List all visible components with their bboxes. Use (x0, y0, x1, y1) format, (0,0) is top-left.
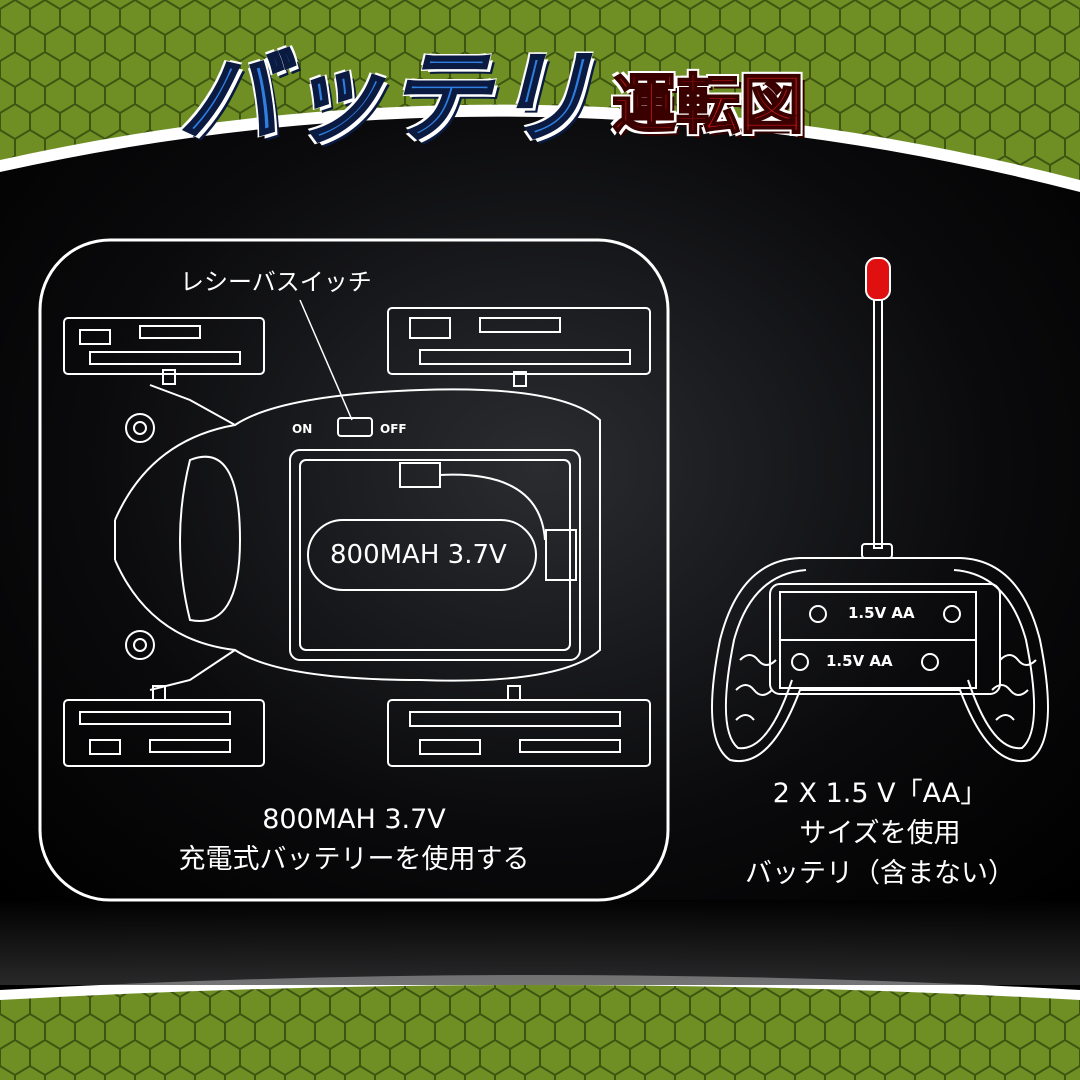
remote-battery-2: 1.5V AA (826, 652, 893, 670)
remote-caption-line3: バッテリ（含まない） (745, 858, 1015, 889)
car-caption-line1: 800MAH 3.7V (262, 804, 446, 835)
title-sub: 運転図 (611, 69, 805, 143)
car-panel-frame (38, 238, 670, 902)
title: バッテリ 運転図 (179, 28, 806, 156)
car-diagram (63, 299, 651, 767)
battery-label: 800MAH 3.7V (330, 540, 507, 570)
car-battery-caption: 800MAH 3.7V 充電式バッテリーを使用する (40, 800, 668, 880)
receiver-switch-label: レシーバスイッチ (180, 268, 372, 296)
switch-on-label: ON (292, 422, 313, 436)
antenna (873, 297, 883, 549)
remote-caption-line2: サイズを使用 (799, 818, 961, 849)
remote-battery-caption: 2 X 1.5 V「AA」 サイズを使用 バッテリ（含まない） (700, 774, 1060, 894)
switch-off-label: OFF (380, 422, 407, 436)
antenna-tip-icon (865, 257, 891, 301)
remote-diagram (711, 257, 1049, 763)
remote-battery-1: 1.5V AA (848, 604, 915, 622)
remote-caption-line1: 2 X 1.5 V「AA」 (772, 778, 988, 809)
title-main: バッテリ (179, 39, 596, 156)
car-caption-line2: 充電式バッテリーを使用する (178, 844, 530, 875)
